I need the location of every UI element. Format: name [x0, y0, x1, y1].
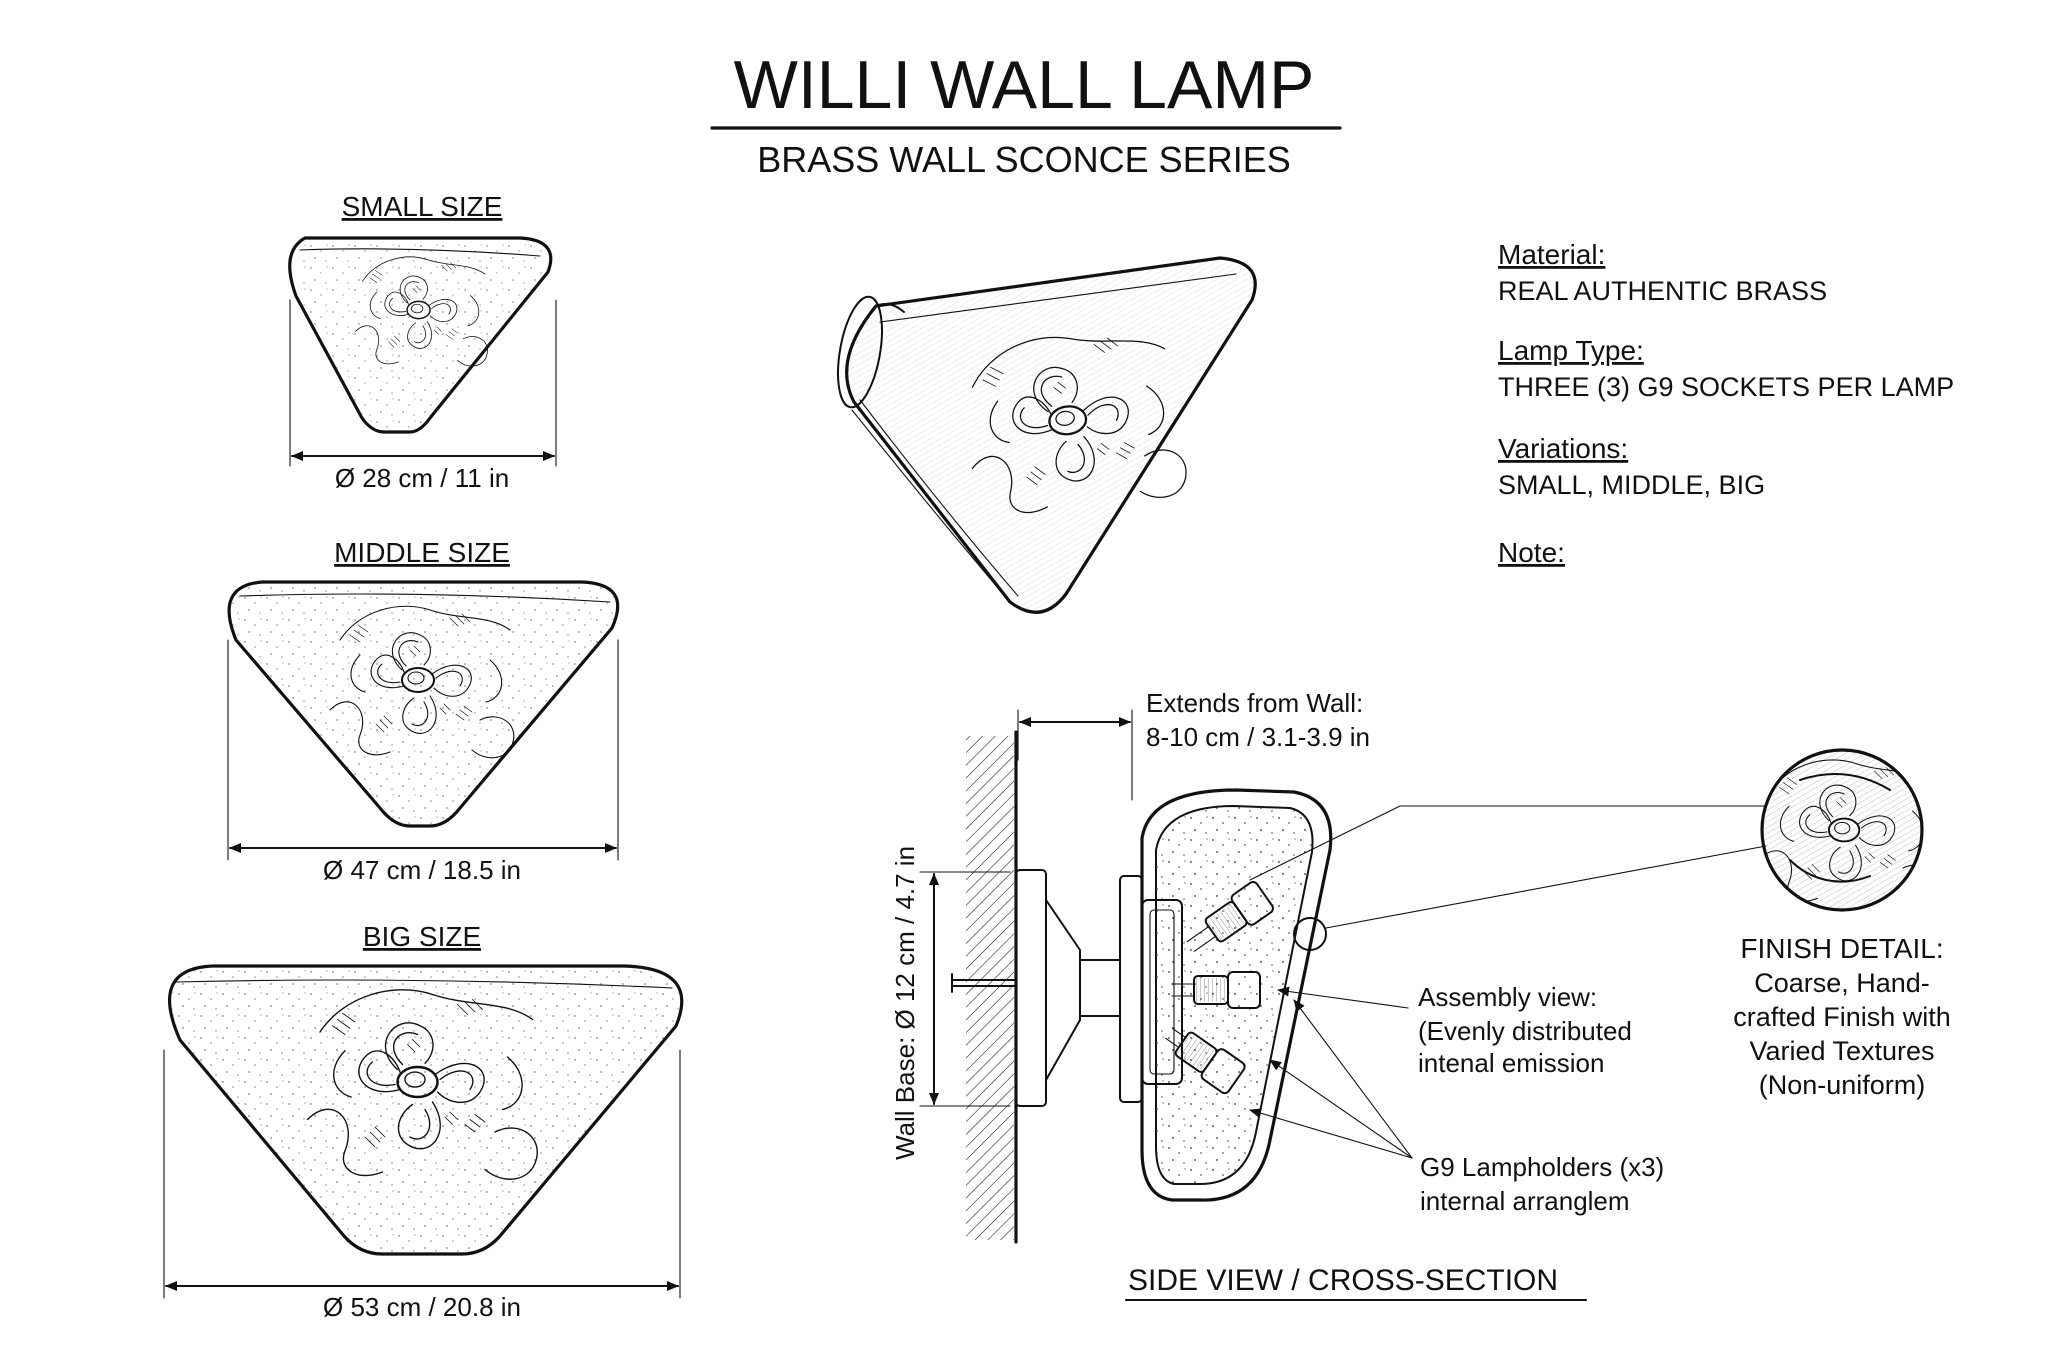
- lampholders-label: G9 Lampholders (x3): [1420, 1152, 1664, 1182]
- finish-callout-circle: [1293, 917, 1327, 951]
- finish-detail-line5: (Non-uniform): [1759, 1070, 1926, 1100]
- page-subtitle: BRASS WALL SCONCE SERIES: [757, 139, 1290, 180]
- variations-heading: Variations:: [1498, 433, 1628, 464]
- material-heading: Material:: [1498, 239, 1605, 270]
- big-size-view: BIG SIZE Ø 53 cm / 20.8 in: [163, 921, 684, 1322]
- big-size-label: BIG SIZE: [363, 921, 481, 952]
- lampholder-1: [1186, 881, 1274, 952]
- lampholders-line2: internal arranglem: [1420, 1186, 1630, 1216]
- finish-detail-line2: Coarse, Hand-: [1754, 968, 1930, 998]
- finish-detail-line4: Varied Textures: [1749, 1036, 1934, 1066]
- middle-size-label: MIDDLE SIZE: [334, 537, 510, 568]
- assembly-view-line3: intenal emission: [1418, 1048, 1604, 1078]
- extends-from-wall-value: 8-10 cm / 3.1-3.9 in: [1146, 722, 1370, 752]
- mounting-stem: [1079, 959, 1121, 1017]
- specifications-panel: Material: REAL AUTHENTIC BRASS Lamp Type…: [1498, 239, 1954, 568]
- extends-from-wall-label: Extends from Wall:: [1146, 688, 1363, 718]
- lampholder-2: [1171, 971, 1261, 1009]
- page-title: WILLI WALL LAMP: [734, 47, 1315, 123]
- lamp-type-heading: Lamp Type:: [1498, 335, 1644, 366]
- side-view-caption: SIDE VIEW / CROSS-SECTION: [1128, 1264, 1558, 1297]
- side-view-cross-section: Extends from Wall: 8-10 cm / 3.1-3.9 in …: [890, 688, 1767, 1301]
- lampholder-3: [1165, 1027, 1246, 1095]
- wall-base-dimension: Wall Base: Ø 12 cm / 4.7 in: [890, 846, 920, 1160]
- small-size-dimension: Ø 28 cm / 11 in: [335, 463, 509, 493]
- middle-size-view: MIDDLE SIZE Ø 47 cm / 18.5 in: [227, 537, 620, 885]
- finish-detail: FINISH DETAIL: Coarse, Hand- crafted Fin…: [1733, 748, 1951, 1100]
- middle-size-dimension: Ø 47 cm / 18.5 in: [323, 855, 521, 885]
- assembly-view-label: Assembly view:: [1418, 982, 1597, 1012]
- perspective-view: [837, 256, 1257, 614]
- small-size-view: SMALL SIZE Ø 28 cm / 11 in: [288, 191, 557, 493]
- wall-plate: [1015, 869, 1047, 1107]
- big-size-dimension: Ø 53 cm / 20.8 in: [323, 1292, 521, 1322]
- variations-value: SMALL, MIDDLE, BIG: [1498, 470, 1765, 500]
- wall-section: [966, 736, 1014, 1240]
- finish-detail-heading: FINISH DETAIL:: [1740, 933, 1943, 964]
- material-value: REAL AUTHENTIC BRASS: [1498, 276, 1827, 306]
- note-heading: Note:: [1498, 537, 1565, 568]
- small-size-label: SMALL SIZE: [342, 191, 503, 222]
- finish-detail-line3: crafted Finish with: [1733, 1002, 1951, 1032]
- assembly-view-line2: (Evenly distributed: [1418, 1016, 1632, 1046]
- shade-shell: [1140, 788, 1333, 1202]
- lamp-type-value: THREE (3) G9 SOCKETS PER LAMP: [1498, 372, 1954, 402]
